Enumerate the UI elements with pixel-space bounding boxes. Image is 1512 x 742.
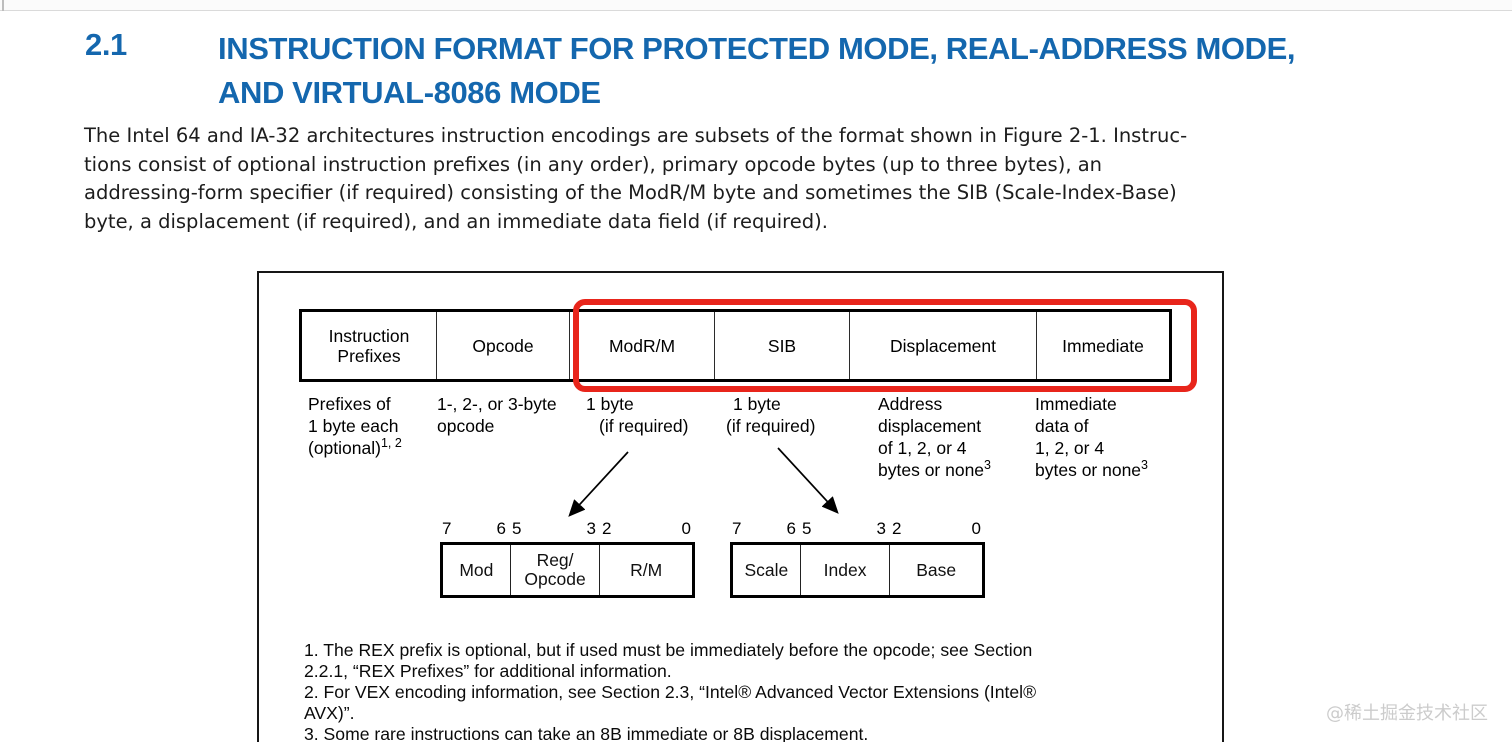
page-left-edge-line bbox=[2, 0, 4, 11]
section-title-line1: INSTRUCTION FORMAT FOR PROTECTED MODE, R… bbox=[218, 31, 1296, 66]
field-sib: SIB bbox=[715, 312, 850, 379]
sib-scale-cell: Scale bbox=[733, 545, 801, 595]
site-watermark: @稀土掘金技术社区 bbox=[1326, 703, 1488, 724]
paragraph-line: byte, a displacement (if required), and … bbox=[84, 209, 828, 233]
field-modrm: ModR/M bbox=[570, 312, 715, 379]
modrm-byte-diagram: Mod Reg/ Opcode R/M bbox=[440, 542, 695, 598]
intro-paragraph: The Intel 64 and IA-32 architectures ins… bbox=[84, 122, 1187, 236]
note-modrm: 1 byte (if required) bbox=[586, 394, 689, 436]
instruction-format-row: Instruction Prefixes Opcode ModR/M SIB D… bbox=[299, 309, 1172, 382]
sib-base-cell: Base bbox=[916, 559, 957, 580]
modrm-mod-cell: Mod bbox=[443, 545, 511, 595]
figure-footnotes: 1. The REX prefix is optional, but if us… bbox=[304, 640, 1036, 742]
browser-page-top-edge bbox=[0, 0, 1512, 11]
arrow-to-modrm-byte bbox=[568, 451, 629, 517]
field-immediate: Immediate bbox=[1062, 335, 1144, 356]
paragraph-line: The Intel 64 and IA-32 architectures ins… bbox=[84, 124, 1188, 147]
note-immediate: Immediate data of 1, 2, or 4 bytes or no… bbox=[1035, 394, 1148, 480]
footnote-line: 2. For VEX encoding information, see Sec… bbox=[304, 681, 1037, 702]
note-sib: 1 byte (if required) bbox=[726, 394, 816, 436]
field-opcode: Opcode bbox=[437, 312, 570, 379]
section-title: INSTRUCTION FORMAT FOR PROTECTED MODE, R… bbox=[218, 27, 1296, 115]
note-displacement: Address displacement of 1, 2, or 4 bytes… bbox=[878, 394, 991, 480]
field-displacement: Displacement bbox=[850, 312, 1037, 379]
footnote-ref: 3 bbox=[1141, 458, 1148, 473]
note-prefixes: Prefixes of 1 byte each (optional)1, 2 bbox=[308, 394, 402, 458]
footnote-line: AVX)”. bbox=[304, 702, 355, 723]
pointer-arrows bbox=[568, 447, 839, 517]
sib-index-cell: Index bbox=[801, 545, 891, 595]
footnote-ref: 3 bbox=[984, 458, 991, 473]
footnote-ref: 1, 2 bbox=[380, 436, 402, 451]
section-number: 2.1 bbox=[85, 27, 127, 62]
paragraph-line: tions consist of optional instruction pr… bbox=[84, 152, 1103, 176]
section-title-line2: AND VIRTUAL-8086 MODE bbox=[218, 75, 601, 110]
note-opcode: 1-, 2-, or 3-byte opcode bbox=[437, 394, 557, 436]
arrow-to-sib-byte bbox=[777, 447, 839, 514]
paragraph-line: addressing-form specifier (if required) … bbox=[84, 181, 1177, 205]
modrm-rm-cell: R/M bbox=[630, 559, 663, 580]
sib-byte-diagram: Scale Index Base bbox=[730, 542, 985, 598]
field-instruction-prefixes: Instruction Prefixes bbox=[302, 312, 437, 379]
modrm-reg-opcode-cell: Reg/ Opcode bbox=[511, 545, 601, 595]
footnote-line: 2.2.1, “REX Prefixes” for additional inf… bbox=[304, 660, 672, 681]
footnote-line: 1. The REX prefix is optional, but if us… bbox=[304, 640, 1033, 660]
footnote-line: 3. Some rare instructions can take an 8B… bbox=[304, 723, 869, 742]
